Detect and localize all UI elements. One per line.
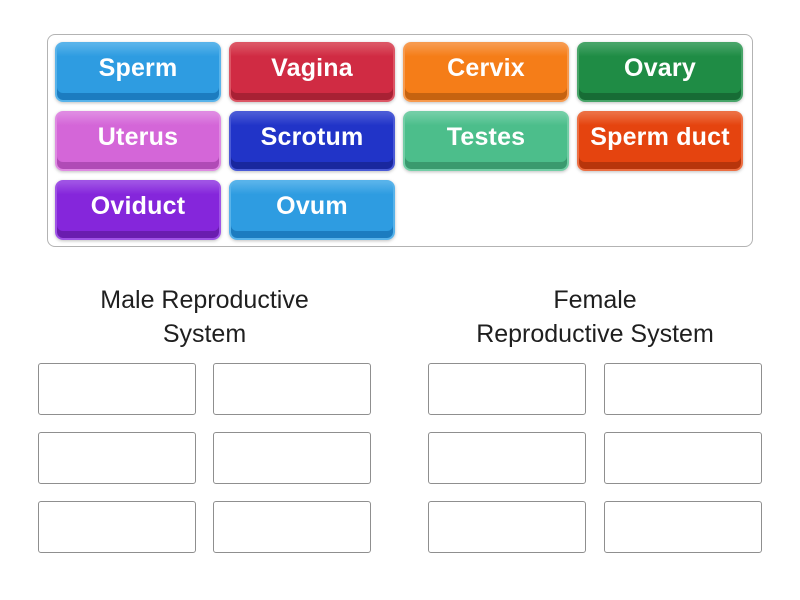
answer-slot-male-4[interactable] (213, 432, 371, 484)
group-title-male-line2: System (162, 320, 247, 348)
word-tile-uterus[interactable]: Uterus (55, 111, 221, 171)
word-tile-label: Ovary (624, 54, 696, 82)
word-tile-sperm-duct[interactable]: Sperm duct (577, 111, 743, 171)
answer-slot-female-6[interactable] (604, 501, 762, 553)
word-tile-label: Sperm duct (590, 123, 730, 151)
answer-slot-female-3[interactable] (428, 432, 586, 484)
group-title-female-line2: Reproductive System (476, 320, 714, 348)
word-tile-label: Scrotum (260, 123, 364, 151)
group-title-female: Female Reproductive System (428, 283, 762, 351)
answer-slot-female-4[interactable] (604, 432, 762, 484)
word-tile-label: Vagina (271, 54, 353, 82)
answer-slot-female-1[interactable] (428, 363, 586, 415)
answer-slot-male-1[interactable] (38, 363, 196, 415)
answer-slot-female-5[interactable] (428, 501, 586, 553)
group-title-male-line1: Male Reproductive (100, 286, 309, 314)
word-tile-scrotum[interactable]: Scrotum (229, 111, 395, 171)
word-tile-sperm[interactable]: Sperm (55, 42, 221, 102)
word-tile-label: Uterus (97, 123, 179, 151)
answer-slot-male-5[interactable] (38, 501, 196, 553)
slots-grid-male (38, 363, 371, 553)
answer-slot-male-6[interactable] (213, 501, 371, 553)
answer-slot-male-2[interactable] (213, 363, 371, 415)
word-tile-label: Sperm (98, 54, 178, 82)
word-tile-oviduct[interactable]: Oviduct (55, 180, 221, 240)
answer-slot-female-2[interactable] (604, 363, 762, 415)
word-tile-testes[interactable]: Testes (403, 111, 569, 171)
word-tile-label: Cervix (447, 54, 525, 82)
word-tile-ovum[interactable]: Ovum (229, 180, 395, 240)
word-tile-label: Testes (446, 123, 526, 151)
group-female: Female Reproductive System (428, 283, 762, 553)
group-title-male: Male Reproductive System (38, 283, 371, 351)
answer-slot-male-3[interactable] (38, 432, 196, 484)
word-tile-label: Ovum (276, 192, 348, 220)
word-tile-vagina[interactable]: Vagina (229, 42, 395, 102)
word-tile-cervix[interactable]: Cervix (403, 42, 569, 102)
word-tile-ovary[interactable]: Ovary (577, 42, 743, 102)
group-title-female-line1: Female (553, 286, 637, 314)
group-male: Male Reproductive System (38, 283, 371, 553)
slots-grid-female (428, 363, 762, 553)
word-tile-label: Oviduct (90, 192, 186, 220)
